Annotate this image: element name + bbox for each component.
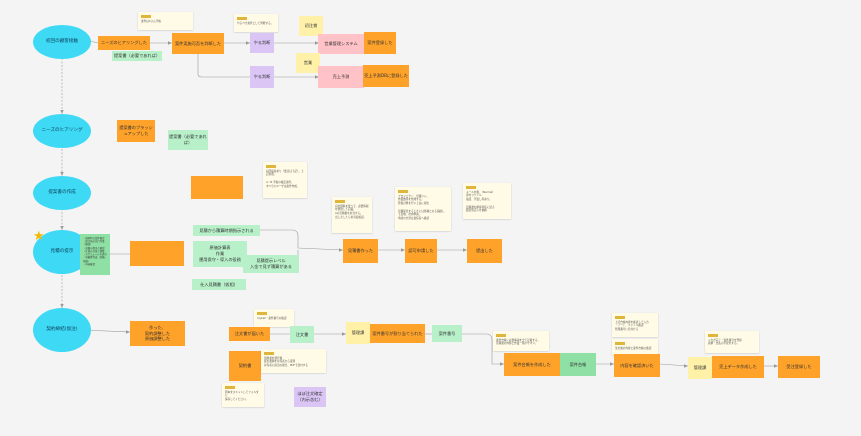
note-sales-data[interactable]: 入力が完了・案件番号を登録 請求・支払の手配をする。 [705,331,759,353]
row-label-needs-hearing[interactable]: ニーズのヒアリング [33,114,91,148]
note-case-number-check[interactable]: mybell・案件番号の確認 [254,309,294,327]
checklist-box[interactable]: ・契約時の案件確定 ・受注前の先行作業（確認） ・見積の提出と確認 ・仕様の合意… [80,234,110,275]
note-approval[interactable]: プロジェクト、見積り入、 作業数等を作成する。 原価計算を行い上長に報告 見積提… [395,187,451,231]
step-estimate-blank[interactable] [130,241,184,266]
db-sales-forecast[interactable]: 売上予測 [318,66,364,88]
note-case-owner[interactable]: 案件はAさん手帳 [138,12,193,30]
step-proposal-brushup[interactable]: 提案書のブラッシュアップした [117,120,155,142]
decision-do-2[interactable]: やる判断 [250,66,274,88]
artifact-case-number[interactable]: 案件番号 [432,325,462,342]
step-submitted[interactable]: 提出した [467,239,502,263]
role-mgmt-2[interactable]: 管理課 [688,357,712,379]
note-contract-issue[interactable]: 契約書を発行後 提出書類を担当者から受理 担当者に提出の報告、PDFで送付する [261,349,326,373]
note-ledger-check[interactable]: 上記台帳内容を確認して入力 ・ノート、ファイル確認 管理番号に名付ける [612,313,658,337]
artifact-spec-level[interactable]: 見積提示レベル 入金で見ず積算がある [243,255,299,273]
note-submission[interactable]: メール文書、（Normal） 添付ファイル 電話、手渡し等あり。 見積書を顧客専… [463,183,511,219]
step-forecast-registered[interactable]: 売上予測DBに登録した [363,65,409,87]
star-icon: ★ [33,229,45,244]
step-proposal-blank[interactable] [191,176,243,199]
step-order-registered[interactable]: 受注登録した [778,356,820,378]
row-label-initial-contact[interactable]: 初回の顧客接触 [33,25,91,59]
step-case-registered[interactable]: 案件登録した [364,32,396,54]
step-order-received[interactable]: 注文書が届いた [229,327,270,341]
step-estimate-created[interactable]: 見積書作った [343,239,378,263]
artifact-order-doc[interactable]: 注文書 [290,326,314,343]
step-needs-hearing[interactable]: ニーズのヒアリングした [98,36,150,50]
tag-sales[interactable]: 営業 [296,53,320,73]
step-approval-done[interactable]: 認可申請した [405,239,437,263]
step-contract-adjust[interactable]: 作った、 契約調整した 原価調整した [130,321,185,346]
artifact-purchase-estimate[interactable]: 仕入見積書（仮相） [192,279,246,290]
decision-almost-confirmed[interactable]: ほぼ注文確定 （内示含む） [294,387,326,407]
step-sales-data-created[interactable]: 売上データ作成した [712,356,764,378]
note-estimate-prep[interactable]: 自社資料を使って、必要情報を整理して記載。 Aの見積書を担当する。 出しましたら… [332,197,372,233]
artifact-estimate-request[interactable]: 見積から積算時期指示される [193,225,260,236]
step-business-judgment[interactable]: 案件実施可否を判断した [172,33,224,54]
decision-do-1[interactable]: やる判断 [250,33,274,53]
role-mgmt-1[interactable]: 管理課 [346,322,370,344]
note-ledger-fill[interactable]: 案件台帳に必要事項を全て記載する。 見積書の内容と作業一覧のサマリ。 [493,331,549,351]
note-proposal-details[interactable]: 初回提案あり（要点は下記）。上記参照。 A／B 手帳の確定案件。 すべてのユーザ… [263,162,307,198]
step-content-confirmed[interactable]: 内容を確認済いた [614,354,660,377]
artifact-estimate-details[interactable]: 原価計算表 作業 運用保守・導入の役務 [193,241,247,267]
step-case-number-assigned[interactable]: 案件番号が割り当てられた [370,324,425,343]
step-ledger-created[interactable]: 案件台帳を作成した [504,353,560,376]
row-label-proposal[interactable]: 提案書の作成 [33,176,91,210]
step-contract[interactable]: 契約書 [229,351,261,381]
tag-initial[interactable]: 初注賞 [299,16,323,36]
artifact-case-ledger[interactable]: 案件台帳 [560,353,596,376]
note-scan-original[interactable]: 原本をスキャンしてフォルダに 保存してください。 [222,383,264,407]
artifact-proposal-needed[interactable]: 提案書（必要であれば） [168,130,208,150]
row-label-contract[interactable]: 契約締結(仮注) [33,308,91,352]
note-judgment[interactable]: やるべき案件として判断する。 [234,14,278,32]
artifact-proposal-optional[interactable]: 提案書（必要であれば） [112,51,162,61]
note-order-ledger[interactable]: 注文書の内容と案件台帳の確認 [612,339,658,355]
system-sales-mgmt[interactable]: 営業管理システム [318,34,364,54]
